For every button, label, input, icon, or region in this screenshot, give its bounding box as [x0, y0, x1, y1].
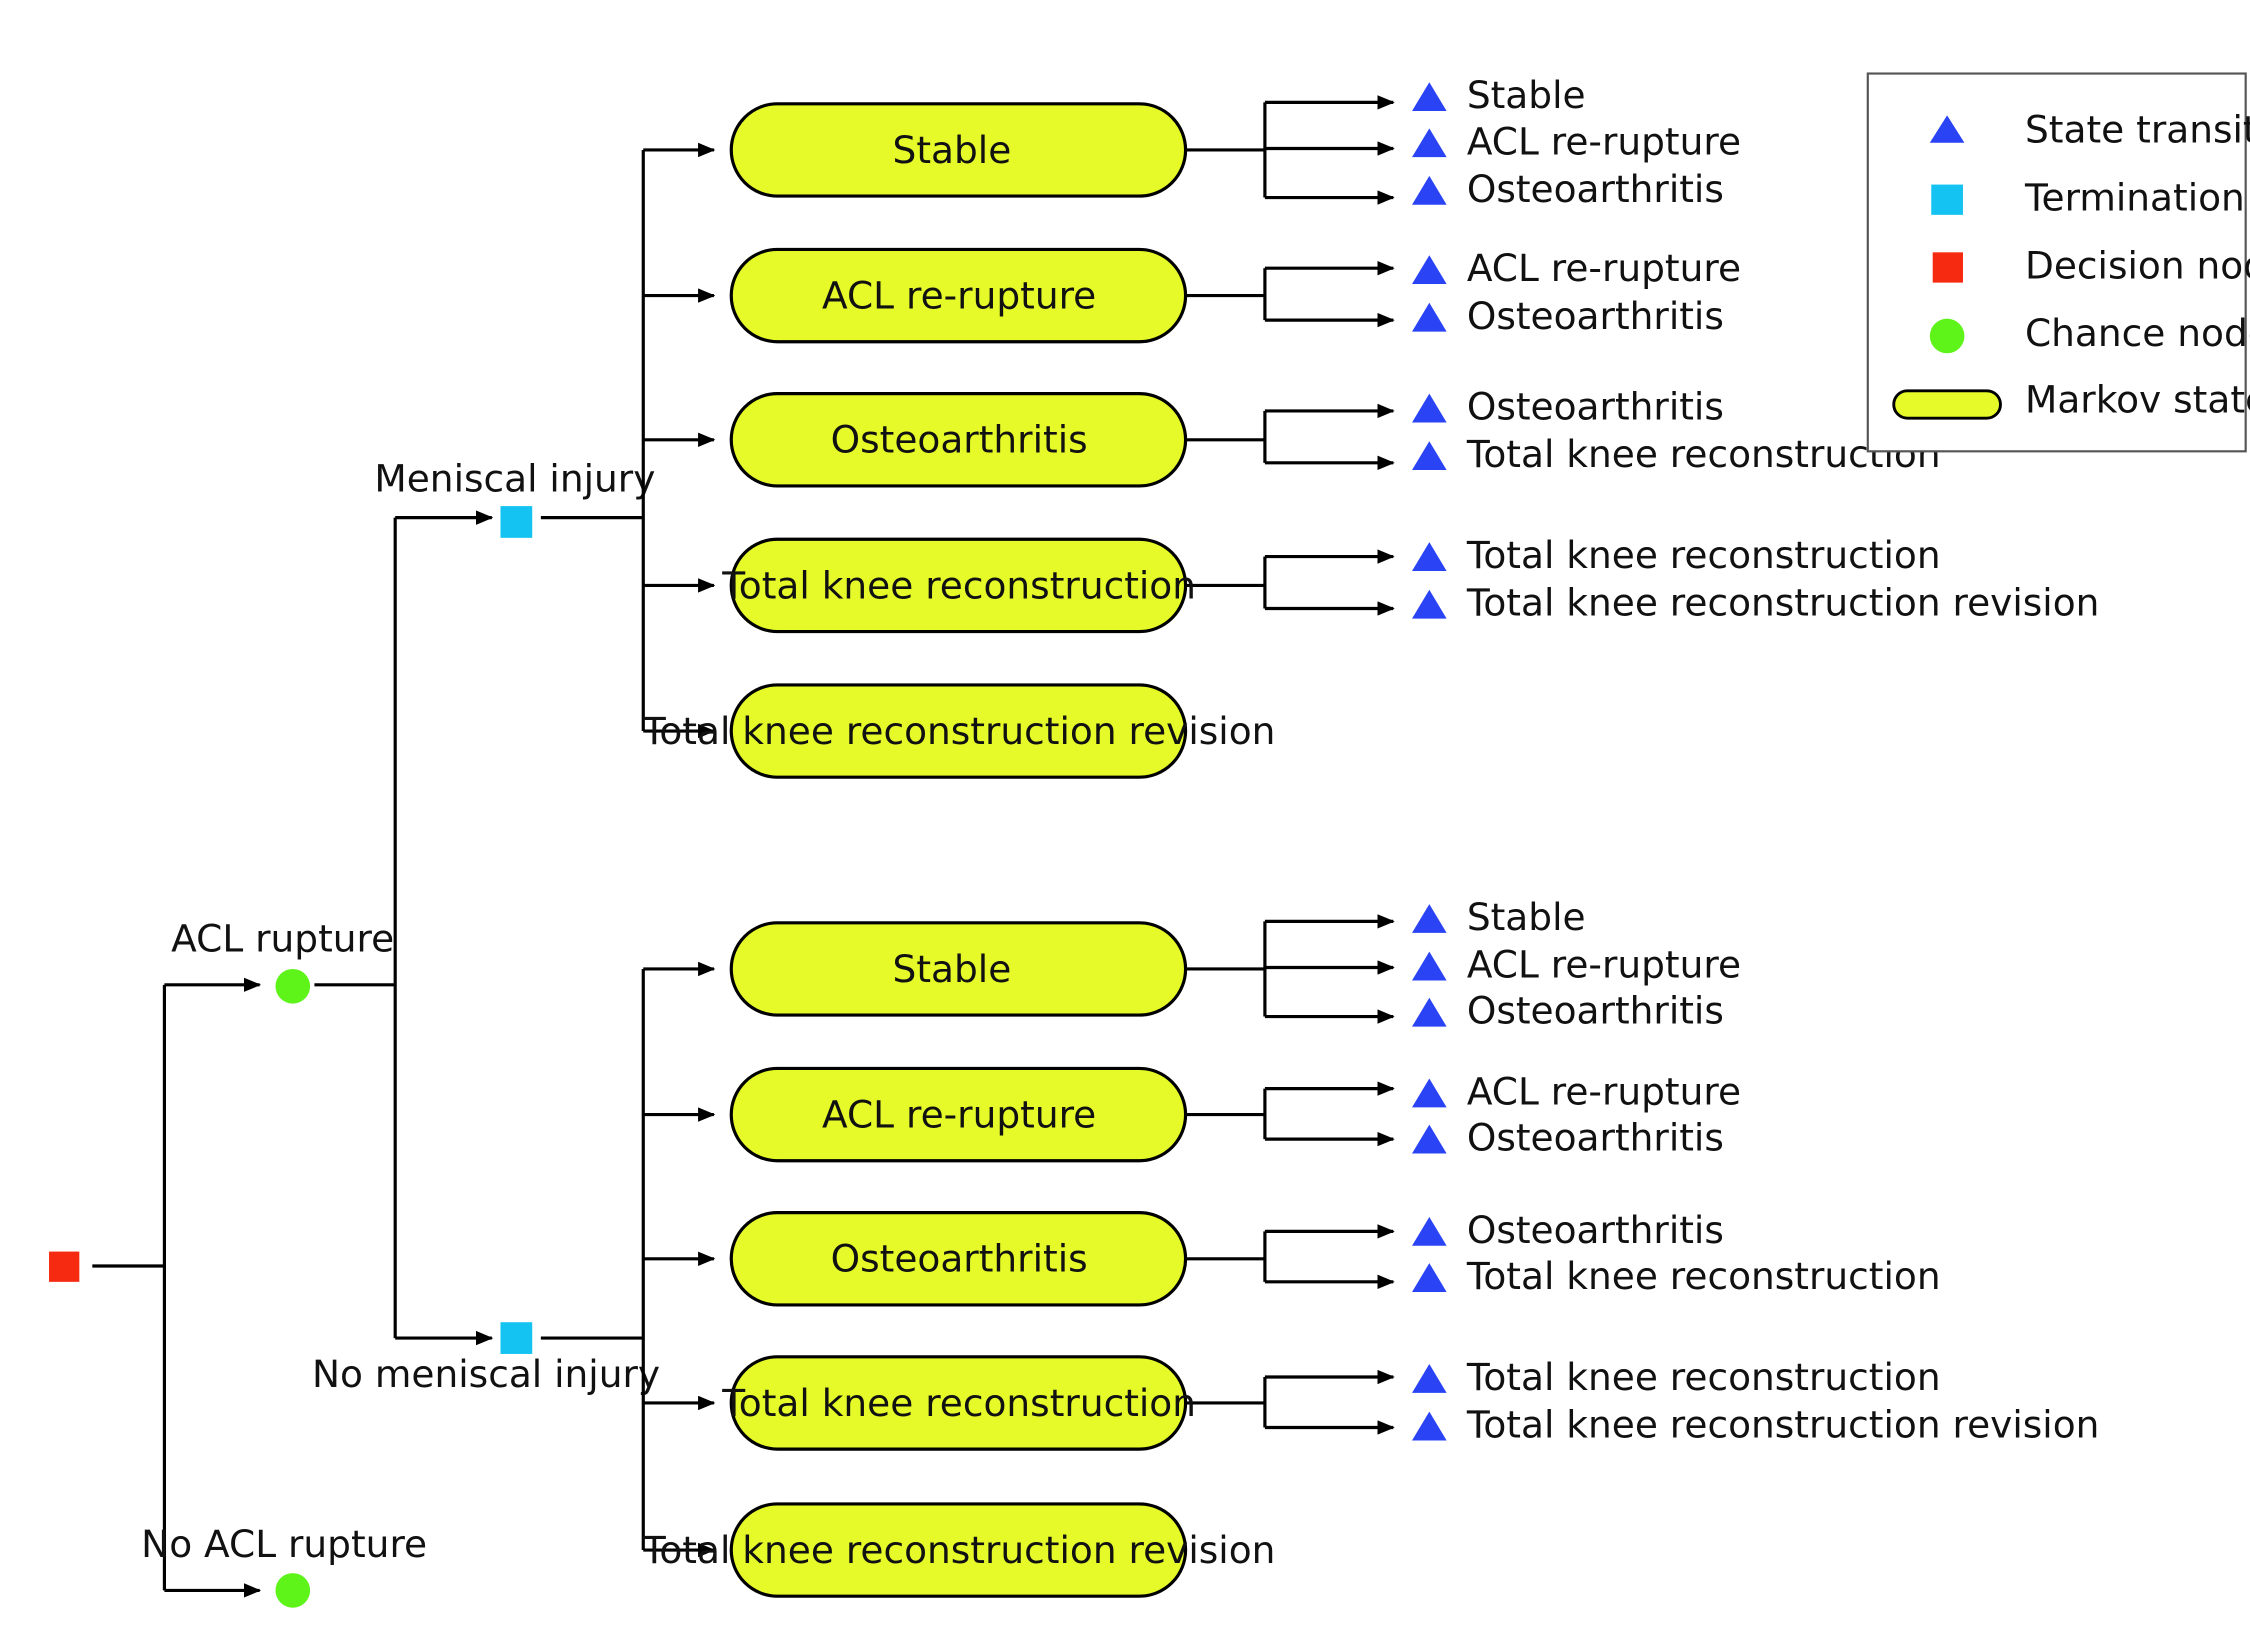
legend-label-markov-state: Markov state [2025, 377, 2250, 421]
transition-label: ACL re-rupture [1467, 1070, 1741, 1114]
pill-icon [1892, 389, 2002, 420]
transition-label: ACL re-rupture [1467, 246, 1741, 290]
transition-label: ACL re-rupture [1467, 943, 1741, 987]
state-transition-triangle-icon [1412, 904, 1447, 933]
legend-label-decision-node: Decision node [2025, 243, 2250, 287]
markov-state-box [729, 102, 1188, 198]
transition-label: Stable [1467, 73, 1586, 117]
tree-nodes: ACL rupture No ACL rupture Meniscal inju… [49, 457, 660, 1608]
transition-label: Osteoarthritis [1467, 385, 1724, 429]
legend: State transition Termination Decision no… [1866, 72, 2250, 453]
markov-state-label: Total knee reconstruction revision [642, 1528, 1276, 1572]
state-transition-triangle-icon [1412, 542, 1447, 571]
group-edges [540, 95, 1395, 739]
state-transition-triangle-icon [1412, 1364, 1447, 1393]
state-transition-triangle-icon [1412, 1124, 1447, 1154]
legend-label-state-transition: State transition [2025, 108, 2250, 152]
termination-node-meniscal-injury [500, 506, 533, 538]
triangle-icon [1929, 115, 1965, 143]
transition-label: Total knee reconstruction revision [1466, 1403, 2100, 1447]
markov-state-label: Stable [893, 947, 1012, 991]
transition-label: Osteoarthritis [1467, 1116, 1724, 1160]
transition-label: Stable [1467, 895, 1586, 939]
markov-state-box [729, 1502, 1188, 1598]
circle-icon [1929, 318, 1965, 354]
markov-state-label: Osteoarthritis [831, 418, 1088, 462]
decision-node [49, 1251, 80, 1282]
no-meniscal-injury-label: No meniscal injury [312, 1352, 660, 1396]
transition-label: Total knee reconstruction [1466, 1355, 1941, 1399]
transition-label: Total knee reconstruction [1466, 533, 1941, 577]
state-transition-triangle-icon [1412, 589, 1447, 619]
markov-state-label: Osteoarthritis [831, 1237, 1088, 1281]
markov-state-box [729, 1066, 1188, 1163]
transition-label: Total knee reconstruction [1466, 1254, 1941, 1298]
transition-label: ACL re-rupture [1467, 119, 1741, 163]
no-acl-rupture-label: No ACL rupture [141, 1522, 427, 1566]
markov-state-box [729, 392, 1188, 488]
state-transition-triangle-icon [1412, 175, 1447, 205]
state-transition-triangle-icon [1412, 1078, 1447, 1108]
markov-state-label: Stable [893, 128, 1012, 172]
state-transition-triangle-icon [1412, 302, 1447, 332]
state-transition-triangle-icon [1412, 255, 1447, 285]
markov-state-label: Total knee reconstruction [721, 1381, 1196, 1425]
legend-frame [1866, 72, 2247, 453]
markov-state-box [729, 247, 1188, 344]
markov-state-box [729, 921, 1188, 1017]
acl-rupture-label: ACL rupture [171, 917, 394, 961]
markov-state-box [729, 1355, 1188, 1451]
markov-state-box [729, 683, 1188, 779]
markov-state-label: Total knee reconstruction revision [642, 709, 1276, 753]
state-transition-triangle-icon [1412, 393, 1447, 423]
meniscal-injury-label: Meniscal injury [374, 457, 655, 501]
transition-label: Osteoarthritis [1467, 167, 1724, 211]
state-transition-triangle-icon [1412, 951, 1447, 981]
chance-node-no-acl-rupture [275, 1573, 311, 1608]
markov-state-label: Total knee reconstruction [721, 563, 1196, 607]
markov-state-box [729, 1211, 1188, 1307]
state-transition-triangle-icon [1412, 128, 1447, 158]
legend-label-chance-node: Chance node [2025, 311, 2250, 355]
group-transitions: Stable ACL re-rupture Osteoarthritis ACL… [1412, 73, 2099, 625]
group-states: Stable ACL re-rupture Osteoarthritis Tot… [642, 102, 1276, 779]
transition-label: Total knee reconstruction revision [1466, 581, 2100, 625]
markov-group-no-meniscal-injury: Stable ACL re-rupture Osteoarthritis Tot… [540, 895, 2099, 1598]
transition-label: Osteoarthritis [1467, 989, 1724, 1033]
square-icon [1932, 252, 1963, 283]
chance-node-acl-rupture [275, 968, 311, 1004]
state-transition-triangle-icon [1412, 1263, 1447, 1292]
transition-label: Total knee reconstruction [1466, 432, 1941, 476]
group-edges [540, 914, 1395, 1558]
state-transition-triangle-icon [1412, 441, 1447, 471]
square-icon [1931, 184, 1963, 215]
legend-label-termination: Termination [2024, 176, 2245, 220]
state-transition-triangle-icon [1412, 1216, 1447, 1246]
group-transitions: Stable ACL re-rupture Osteoarthritis ACL… [1412, 895, 2099, 1447]
markov-state-label: ACL re-rupture [822, 1093, 1096, 1137]
state-transition-triangle-icon [1412, 82, 1447, 112]
transition-label: Osteoarthritis [1467, 294, 1724, 338]
tree-edges [92, 510, 494, 1598]
group-states: Stable ACL re-rupture Osteoarthritis Tot… [642, 921, 1276, 1598]
markov-group-meniscal-injury: Stable ACL re-rupture Osteoarthritis Tot… [540, 73, 2099, 779]
termination-node-no-meniscal-injury [500, 1322, 533, 1354]
markov-state-label: ACL re-rupture [822, 274, 1096, 318]
transition-label: Osteoarthritis [1467, 1208, 1724, 1252]
state-transition-triangle-icon [1412, 997, 1447, 1027]
state-transition-triangle-icon [1412, 1411, 1447, 1441]
markov-state-box [729, 537, 1188, 634]
